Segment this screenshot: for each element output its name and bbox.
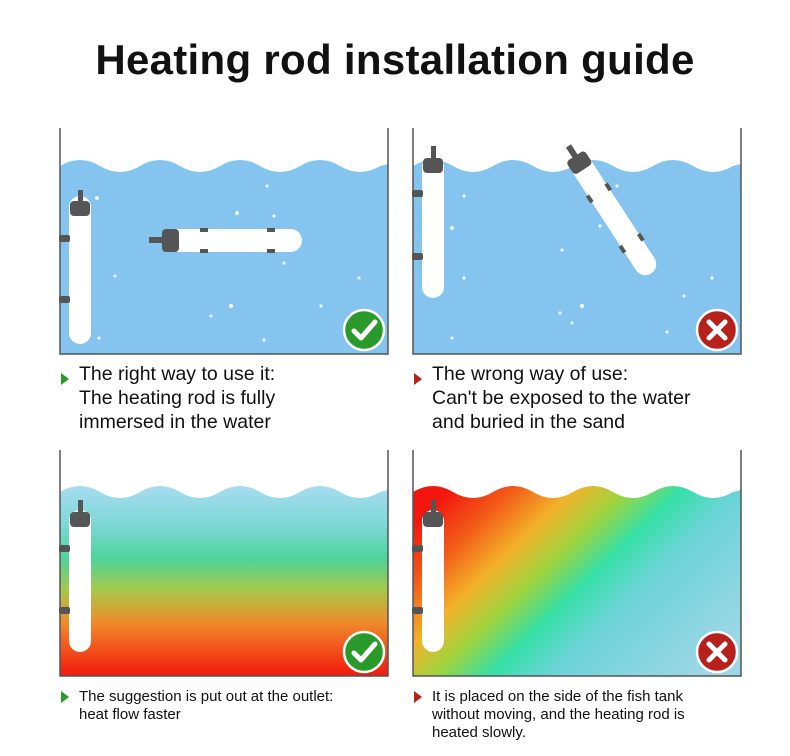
panel-wrong-side <box>412 450 742 678</box>
check-icon <box>342 630 386 674</box>
caption-line: It is placed on the side of the fish tan… <box>432 688 683 705</box>
caption-wrong-exposed: The wrong way of use: Can't be exposed t… <box>414 362 690 434</box>
heater-rod-tilted <box>565 144 657 276</box>
heater-rod-vertical <box>59 190 91 344</box>
tank-illustration <box>59 128 389 355</box>
panel-correct-immersed <box>59 128 389 356</box>
caption-correct-outlet: The suggestion is put out at the outlet:… <box>61 688 333 724</box>
page-title: Heating rod installation guide <box>95 36 695 83</box>
panel-correct-outlet <box>59 450 389 678</box>
caption-line: without moving, and the heating rod is <box>432 706 685 723</box>
tank-illustration <box>412 128 742 355</box>
green-arrow-icon <box>61 373 69 385</box>
caption-wrong-side: It is placed on the side of the fish tan… <box>414 688 685 742</box>
panel-wrong-exposed <box>412 128 742 356</box>
caption-line: heated slowly. <box>432 724 526 741</box>
check-icon <box>342 308 386 352</box>
caption-line: and buried in the sand <box>432 411 625 433</box>
tank-illustration <box>412 450 742 677</box>
caption-line: Can't be exposed to the water <box>432 387 691 409</box>
caption-line: The wrong way of use: <box>432 363 629 385</box>
green-arrow-icon <box>61 691 69 703</box>
cross-icon <box>695 308 739 352</box>
caption-line: heat flow faster <box>79 706 181 723</box>
heater-rod-vertical <box>412 146 444 298</box>
cross-icon <box>695 630 739 674</box>
heater-rod-vertical <box>59 500 91 652</box>
heater-rod-horizontal <box>149 228 302 253</box>
tank-illustration <box>59 450 389 677</box>
red-arrow-icon <box>414 373 422 385</box>
caption-line: The suggestion is put out at the outlet: <box>79 688 334 705</box>
caption-correct-immersed: The right way to use it: The heating rod… <box>61 362 275 434</box>
red-arrow-icon <box>414 691 422 703</box>
caption-line: immersed in the water <box>79 411 271 433</box>
caption-line: The right way to use it: <box>79 363 276 385</box>
caption-line: The heating rod is fully <box>79 387 276 409</box>
heater-rod-vertical <box>412 500 444 652</box>
